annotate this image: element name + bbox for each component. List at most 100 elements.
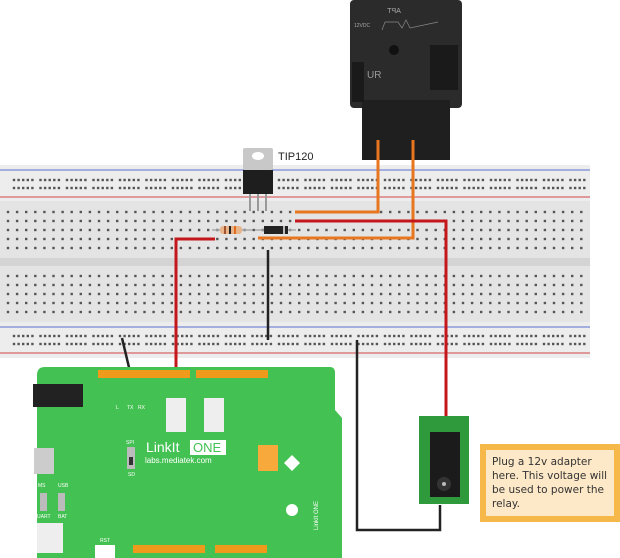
breadboard-hole — [450, 186, 453, 190]
breadboard-hole — [79, 219, 82, 223]
breadboard-hole — [571, 228, 574, 232]
breadboard-hole — [225, 283, 228, 287]
breadboard-hole — [106, 186, 109, 190]
breadboard-hole — [450, 342, 453, 346]
board-badge: ONE — [193, 440, 222, 455]
breadboard-hole — [425, 283, 428, 287]
breadboard-hole — [425, 310, 428, 314]
breadboard-hole — [416, 246, 419, 250]
breadboard-hole — [84, 186, 87, 190]
label-rst: RST — [100, 538, 110, 544]
breadboard-hole — [516, 228, 519, 232]
breadboard-hole — [573, 178, 577, 182]
breadboard-hole — [101, 334, 104, 338]
breadboard-hole — [70, 219, 73, 223]
breadboard-hole — [134, 310, 137, 314]
breadboard-hole — [516, 274, 519, 278]
breadboard-hole — [282, 342, 285, 346]
breadboard-hole — [307, 228, 310, 232]
breadboard-hole — [520, 334, 524, 338]
breadboard-hole — [516, 292, 519, 296]
breadboard-hole — [277, 342, 281, 346]
breadboard-hole — [304, 178, 307, 182]
breadboard-hole — [322, 342, 326, 346]
breadboard-hole — [461, 283, 465, 287]
breadboard-hole — [534, 219, 537, 223]
breadboard-hole — [498, 310, 501, 314]
breadboard-hole — [470, 210, 474, 214]
wire-orange-1 — [295, 140, 380, 214]
breadboard-hole — [207, 301, 210, 305]
breadboard-hole — [402, 342, 405, 346]
breadboard-hole — [561, 219, 565, 223]
breadboard-hole — [161, 283, 164, 287]
breadboard-hole — [216, 186, 220, 190]
breadboard-hole — [279, 274, 283, 278]
breadboard-hole — [52, 310, 55, 314]
breadboard-hole — [452, 301, 456, 305]
breadboard-hole — [238, 342, 241, 346]
breadboard-hole — [161, 246, 164, 250]
breadboard-hole — [325, 283, 328, 287]
breadboard-hole — [125, 219, 128, 223]
breadboard-hole — [534, 228, 537, 232]
breadboard-hole — [344, 186, 347, 190]
breadboard-hole — [97, 301, 101, 305]
breadboard-hole — [388, 334, 391, 338]
breadboard-hole — [97, 210, 101, 214]
breadboard-hole — [489, 301, 492, 305]
breadboard-hole — [534, 334, 538, 338]
breadboard-hole — [580, 210, 583, 214]
breadboard-hole — [352, 301, 355, 305]
breadboard-hole — [88, 210, 92, 214]
breadboard-hole — [134, 228, 137, 232]
breadboard-hole — [202, 334, 206, 338]
breadboard-hole — [424, 342, 427, 346]
breadboard-hole — [543, 210, 547, 214]
breadboard-hole — [425, 292, 428, 296]
breadboard-hole — [261, 310, 264, 314]
breadboard-hole — [143, 228, 146, 232]
breadboard-hole — [361, 186, 365, 190]
breadboard-hole — [534, 283, 537, 287]
tip120-label: TIP120 — [278, 151, 314, 163]
breadboard-hole — [340, 178, 343, 182]
breadboard-hole — [61, 301, 64, 305]
breadboard-hole — [379, 292, 383, 296]
breadboard-hole — [243, 334, 246, 338]
breadboard-hole — [352, 292, 355, 296]
breadboard-hole — [414, 334, 418, 338]
breadboard-hole — [125, 237, 128, 241]
breadboard-hole — [472, 178, 475, 182]
breadboard-hole — [571, 274, 574, 278]
breadboard-hole — [197, 246, 201, 250]
breadboard-hole — [26, 186, 29, 190]
breadboard-hole — [225, 219, 228, 223]
breadboard-hole — [212, 186, 215, 190]
breadboard-hole — [26, 342, 29, 346]
breadboard-hole — [461, 219, 465, 223]
breadboard-hole — [61, 210, 64, 214]
breadboard-hole — [481, 342, 485, 346]
breadboard-hole — [436, 342, 440, 346]
breadboard-hole — [480, 246, 483, 250]
breadboard-hole — [134, 246, 137, 250]
breadboard-hole — [561, 274, 565, 278]
breadboard-hole — [547, 334, 550, 338]
breadboard-hole — [334, 301, 337, 305]
breadboard-hole — [171, 334, 175, 338]
breadboard-hole — [163, 342, 167, 346]
breadboard-hole — [61, 292, 64, 296]
linkit-one-board: LinkIt ONE labs.mediatek.com SPI SD L TX… — [33, 367, 342, 558]
breadboard-hole — [318, 178, 321, 182]
breadboard-hole — [552, 274, 556, 278]
breadboard-hole — [34, 274, 37, 278]
breadboard-hole — [507, 301, 510, 305]
breadboard-hole — [234, 310, 237, 314]
breadboard-hole — [308, 342, 312, 346]
breadboard-hole — [461, 292, 465, 296]
breadboard-hole — [61, 219, 64, 223]
breadboard-hole — [573, 186, 577, 190]
breadboard-hole — [402, 178, 405, 182]
breadboard-hole — [116, 274, 119, 278]
